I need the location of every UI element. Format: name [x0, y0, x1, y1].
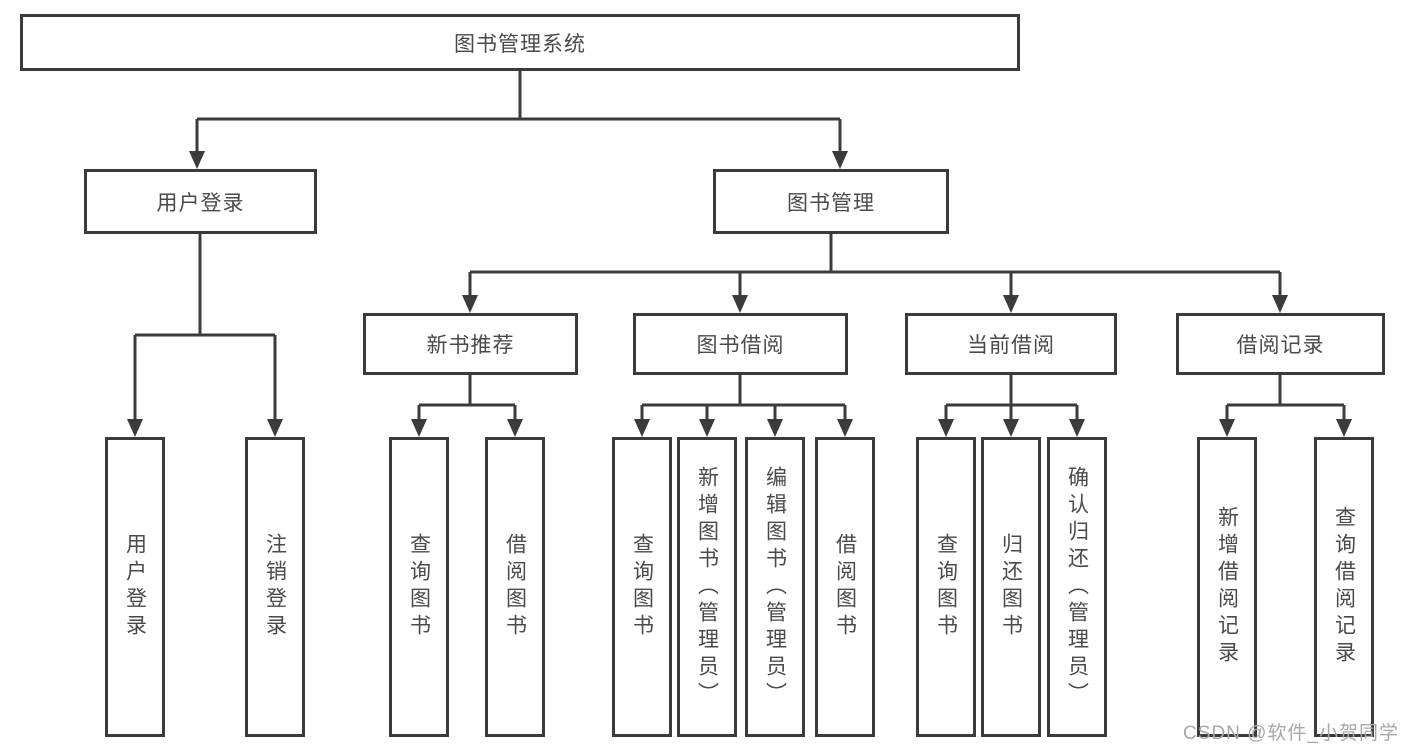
node-label: 查询借阅记录: [1332, 506, 1356, 668]
leaf-user-login: 用户登录: [105, 437, 165, 737]
leaf-current-query-books: 查询图书: [916, 437, 976, 737]
node-label: 查询图书: [934, 533, 958, 641]
node-label: 借阅记录: [1236, 334, 1325, 357]
node-label: 归还图书: [999, 533, 1023, 641]
leaf-recommend-query-books: 查询图书: [389, 437, 449, 737]
node-label: 新增借阅记录: [1215, 506, 1239, 668]
node-label: 图书管理系统: [454, 32, 586, 56]
node-label: 用户登录: [123, 533, 147, 641]
leaf-borrow-edit-books-admin: 编辑图书（管理员）: [745, 437, 805, 737]
node-label: 编辑图书（管理员）: [763, 465, 787, 709]
node-book-borrow: 图书借阅: [633, 313, 848, 375]
node-label: 当前借阅: [967, 334, 1055, 357]
leaf-borrow-borrow-books: 借阅图书: [815, 437, 875, 737]
leaf-borrow-add-books-admin: 新增图书（管理员）: [677, 437, 737, 737]
node-user-login: 用户登录: [84, 169, 317, 234]
node-label: 借阅图书: [503, 533, 527, 641]
node-book-management: 图书管理: [713, 169, 949, 234]
leaf-recommend-borrow-books: 借阅图书: [485, 437, 545, 737]
node-new-book-recommend: 新书推荐: [363, 313, 578, 375]
node-label: 图书管理: [787, 191, 875, 215]
node-label: 注销登录: [263, 533, 287, 641]
leaf-current-confirm-return-admin: 确认归还（管理员）: [1047, 437, 1107, 737]
node-library-management-system: 图书管理系统: [20, 14, 1020, 71]
node-label: 借阅图书: [833, 533, 857, 641]
node-label: 确认归还（管理员）: [1065, 465, 1089, 709]
node-label: 用户登录: [156, 191, 245, 215]
arrowheads: [127, 151, 1352, 437]
leaf-logout: 注销登录: [245, 437, 305, 737]
leaf-current-return-books: 归还图书: [981, 437, 1041, 737]
node-borrow-records: 借阅记录: [1176, 313, 1385, 375]
node-current-borrow: 当前借阅: [905, 313, 1117, 375]
node-label: 新增图书（管理员）: [695, 465, 719, 709]
leaf-borrow-query-books: 查询图书: [612, 437, 672, 737]
leaf-records-add-record: 新增借阅记录: [1197, 437, 1257, 737]
node-label: 查询图书: [630, 533, 654, 641]
csdn-watermark: CSDN @软件_小贺同学: [1183, 723, 1399, 744]
node-label: 新书推荐: [426, 334, 515, 357]
node-label: 查询图书: [407, 533, 431, 641]
node-label: 图书借阅: [696, 334, 785, 357]
leaf-records-query-record: 查询借阅记录: [1314, 437, 1374, 737]
